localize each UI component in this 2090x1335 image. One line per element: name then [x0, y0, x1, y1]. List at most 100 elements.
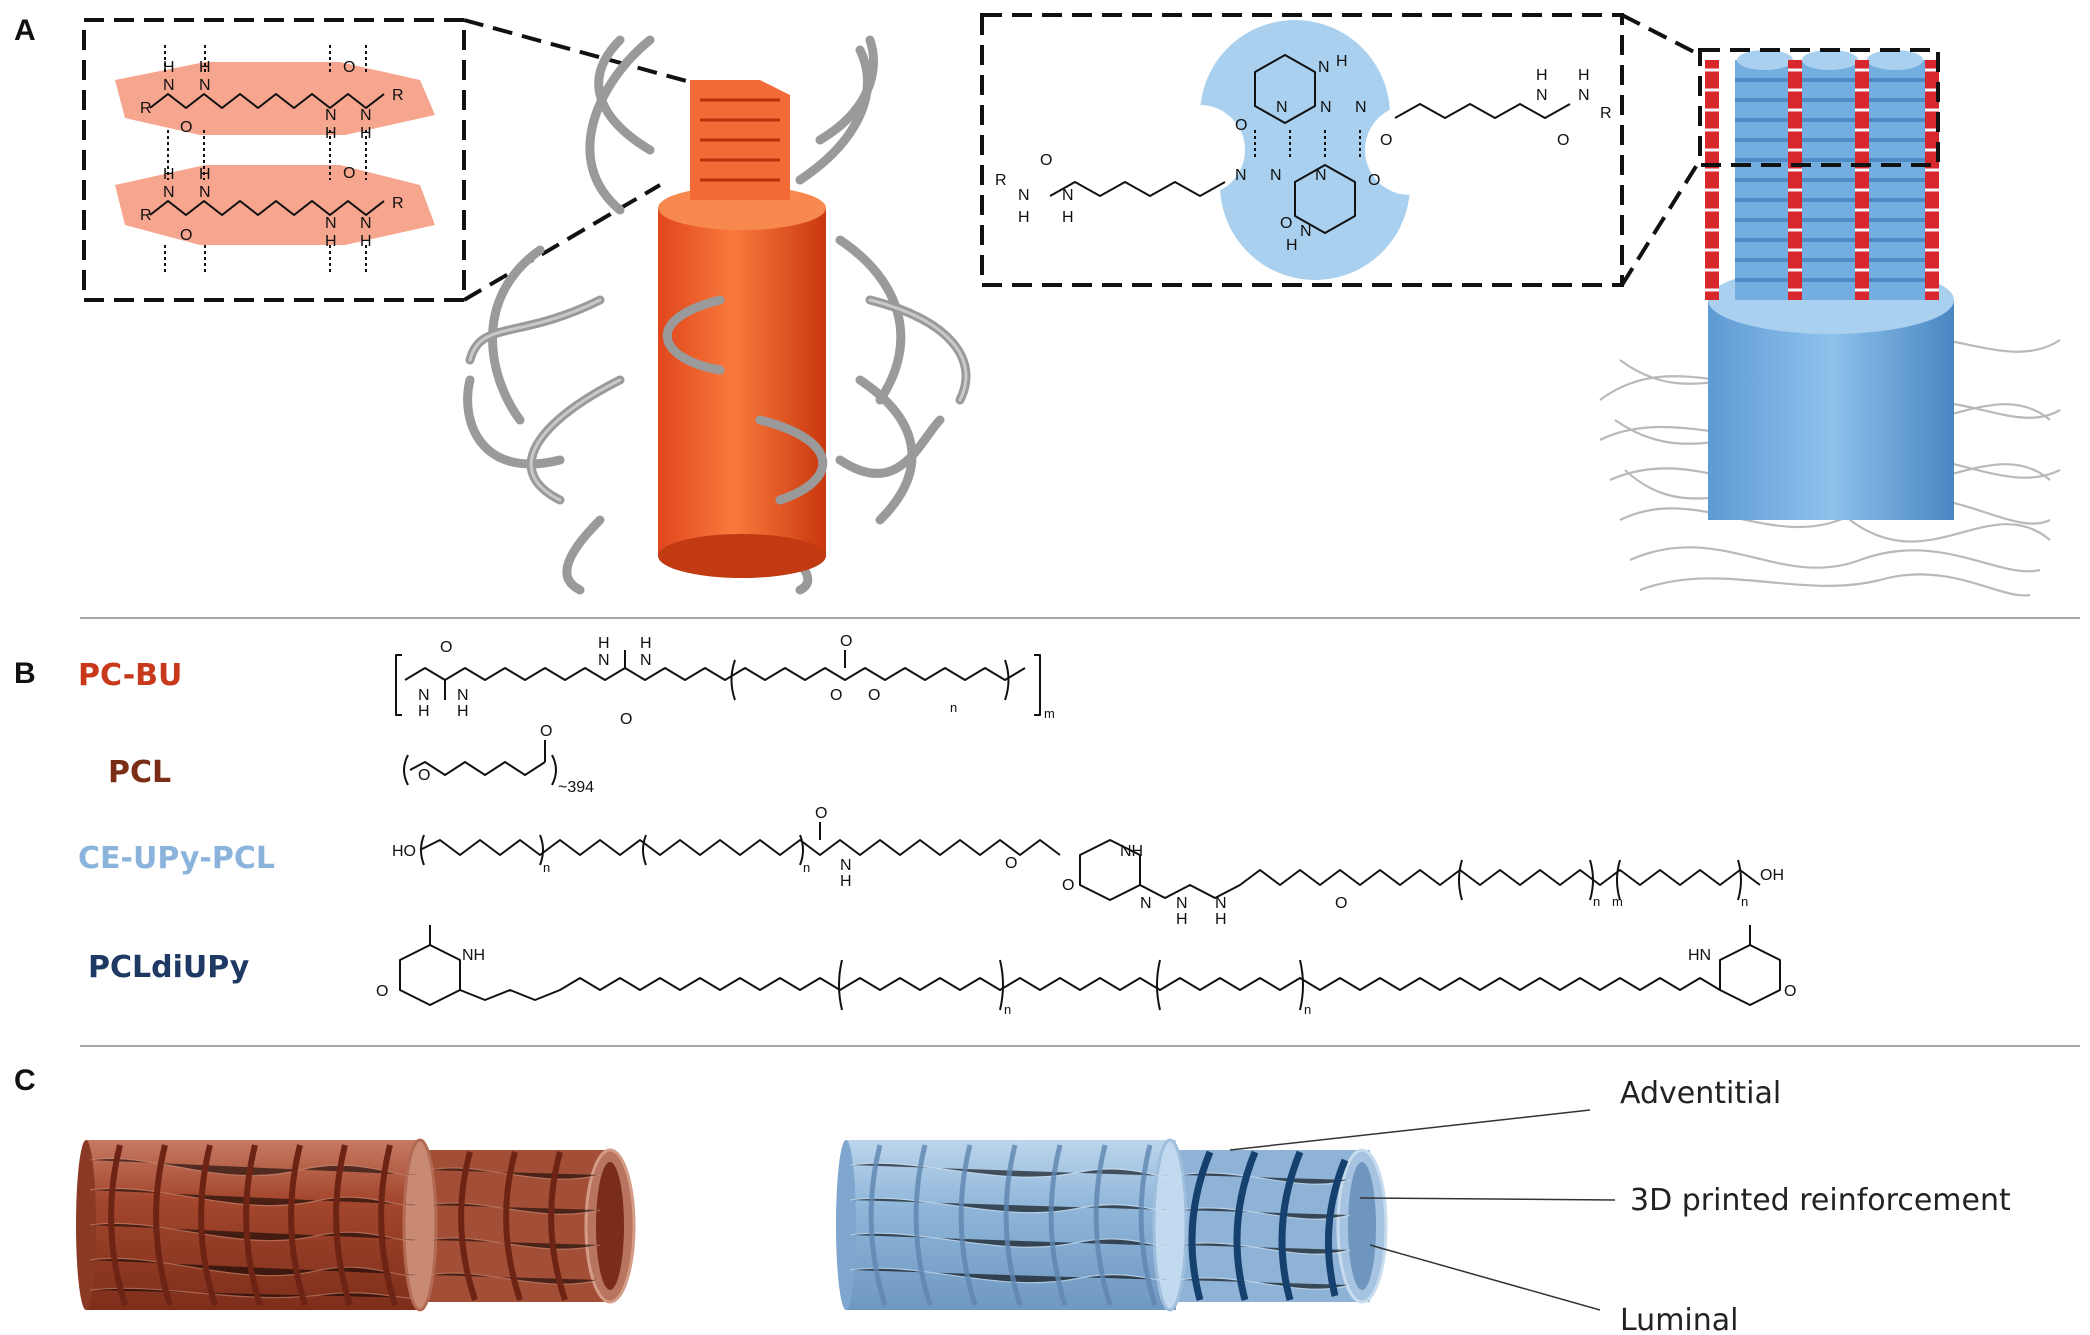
atom-o: O	[840, 633, 852, 650]
upy-fiber-zoom-frame	[1698, 48, 1940, 167]
subscript-n: n	[1741, 894, 1748, 909]
atom-r: R	[1600, 105, 1612, 122]
atom-h: H	[457, 703, 469, 720]
atom-n: N	[1355, 99, 1367, 116]
callout-group: Adventitial 3D printed reinforcement Lum…	[1229, 1076, 2011, 1335]
bisurea-inset: R N H N H O N H N H O R R N H N H O N H …	[82, 18, 466, 302]
graft-helix-faint	[868, 1144, 1158, 1306]
atom-h: H	[840, 873, 852, 890]
atom-o: O	[1005, 855, 1017, 872]
polymer-name-pcldiupy: PCLdiUPy	[88, 950, 250, 985]
subscript-n: n	[1593, 894, 1600, 909]
upy-inset-frame	[980, 13, 1624, 287]
atom-h: H	[199, 59, 211, 76]
atom-n: N	[1578, 87, 1590, 104]
panel-b-letter: B	[14, 657, 36, 690]
atom-o: O	[418, 767, 430, 784]
atom-n: N	[199, 77, 211, 94]
atom-o: O	[620, 711, 632, 728]
subscript-n: n	[543, 860, 550, 875]
atom-n: N	[325, 107, 337, 124]
structure-pcldiupy: O NH n n HN O	[376, 925, 1796, 1017]
bisurea-fiber-illustration	[463, 35, 971, 595]
atom-n: N	[163, 184, 175, 201]
atom-h: H	[360, 233, 372, 250]
atom-h: H	[325, 125, 337, 142]
atom-o: O	[1062, 877, 1074, 894]
atom-n: N	[325, 215, 337, 232]
atom-n: N	[598, 652, 610, 669]
atom-o: O	[343, 165, 355, 182]
end-group-ho: HO	[392, 843, 416, 860]
atom-r: R	[995, 172, 1007, 189]
end-group-hn: HN	[1688, 947, 1711, 964]
atom-o: O	[180, 227, 192, 244]
atom-n: N	[1320, 99, 1332, 116]
atom-n: N	[1018, 187, 1030, 204]
upy-blob-bottom	[1220, 90, 1410, 280]
upy-chain-right	[1394, 103, 1571, 119]
upy-ring-top	[1254, 54, 1316, 124]
atom-h: H	[199, 166, 211, 183]
atom-o: O	[1235, 117, 1247, 134]
end-group-oh: OH	[1760, 867, 1784, 884]
graft-helix-reinforcement	[108, 1144, 568, 1306]
end-group-nh: NH	[1120, 843, 1143, 860]
bisurea-stack	[690, 80, 790, 200]
graft-outer-rim	[1152, 1138, 1188, 1312]
panel-c-letter: C	[14, 1064, 36, 1097]
atom-h: H	[1062, 209, 1074, 226]
pc-bu-graft	[76, 1138, 636, 1312]
atom-h: H	[1578, 67, 1590, 84]
bisurea-band-bottom	[115, 165, 435, 245]
structure-pc-bu: N H O N H N H O N H O O O n m	[395, 633, 1055, 728]
graft-outer-rim	[402, 1138, 438, 1312]
atom-n: N	[1536, 87, 1548, 104]
atom-n: N	[640, 652, 652, 669]
atom-h: H	[1176, 911, 1188, 928]
upy-stack	[1735, 50, 1925, 300]
atom-h: H	[1018, 209, 1030, 226]
upy-cylinder	[1708, 300, 1954, 520]
pcl-repeat-count: ~394	[558, 779, 594, 796]
bisurea-cylinder-bottom	[658, 534, 826, 578]
atom-n: N	[1276, 99, 1288, 116]
atom-o: O	[1040, 152, 1052, 169]
upy-chain-left	[1049, 181, 1226, 197]
atom-n: N	[1318, 59, 1330, 76]
urea-red-segments	[1705, 60, 1939, 300]
inset-connector	[463, 18, 691, 84]
graft-lumen-inner	[596, 1162, 624, 1290]
label-3d-printed-reinforcement: 3D printed reinforcement	[1630, 1183, 2011, 1218]
atom-n: N	[163, 77, 175, 94]
atom-h: H	[598, 635, 610, 652]
atom-o: O	[1280, 215, 1292, 232]
atom-r: R	[140, 207, 152, 224]
subscript-n: n	[803, 860, 810, 875]
inset-connector	[462, 183, 662, 302]
upy-fiber-illustration	[1599, 48, 2061, 597]
atom-n: N	[1300, 223, 1312, 240]
callout-line-reinforcement	[1359, 1197, 1616, 1201]
graft-helix-reinforcement	[1188, 1150, 1349, 1301]
atom-n: N	[457, 687, 469, 704]
panel-a-letter: A	[14, 14, 36, 47]
structure-pcl: O O ~394	[403, 723, 594, 796]
subscript-n: n	[1004, 1002, 1011, 1017]
atom-n: N	[1270, 167, 1282, 184]
atom-n: N	[1235, 167, 1247, 184]
atom-h: H	[1215, 911, 1227, 928]
callout-line-adventitial	[1229, 1109, 1591, 1151]
upy-graft	[836, 1138, 1388, 1312]
atom-o: O	[1557, 132, 1569, 149]
atom-h: H	[163, 59, 175, 76]
end-group-nh: NH	[462, 947, 485, 964]
inset-connector	[1620, 158, 1702, 287]
atom-h: H	[163, 166, 175, 183]
atom-o: O	[830, 687, 842, 704]
atom-o: O	[815, 805, 827, 822]
subscript-n: n	[1304, 1002, 1311, 1017]
atom-h: H	[360, 125, 372, 142]
atom-o: O	[1368, 172, 1380, 189]
